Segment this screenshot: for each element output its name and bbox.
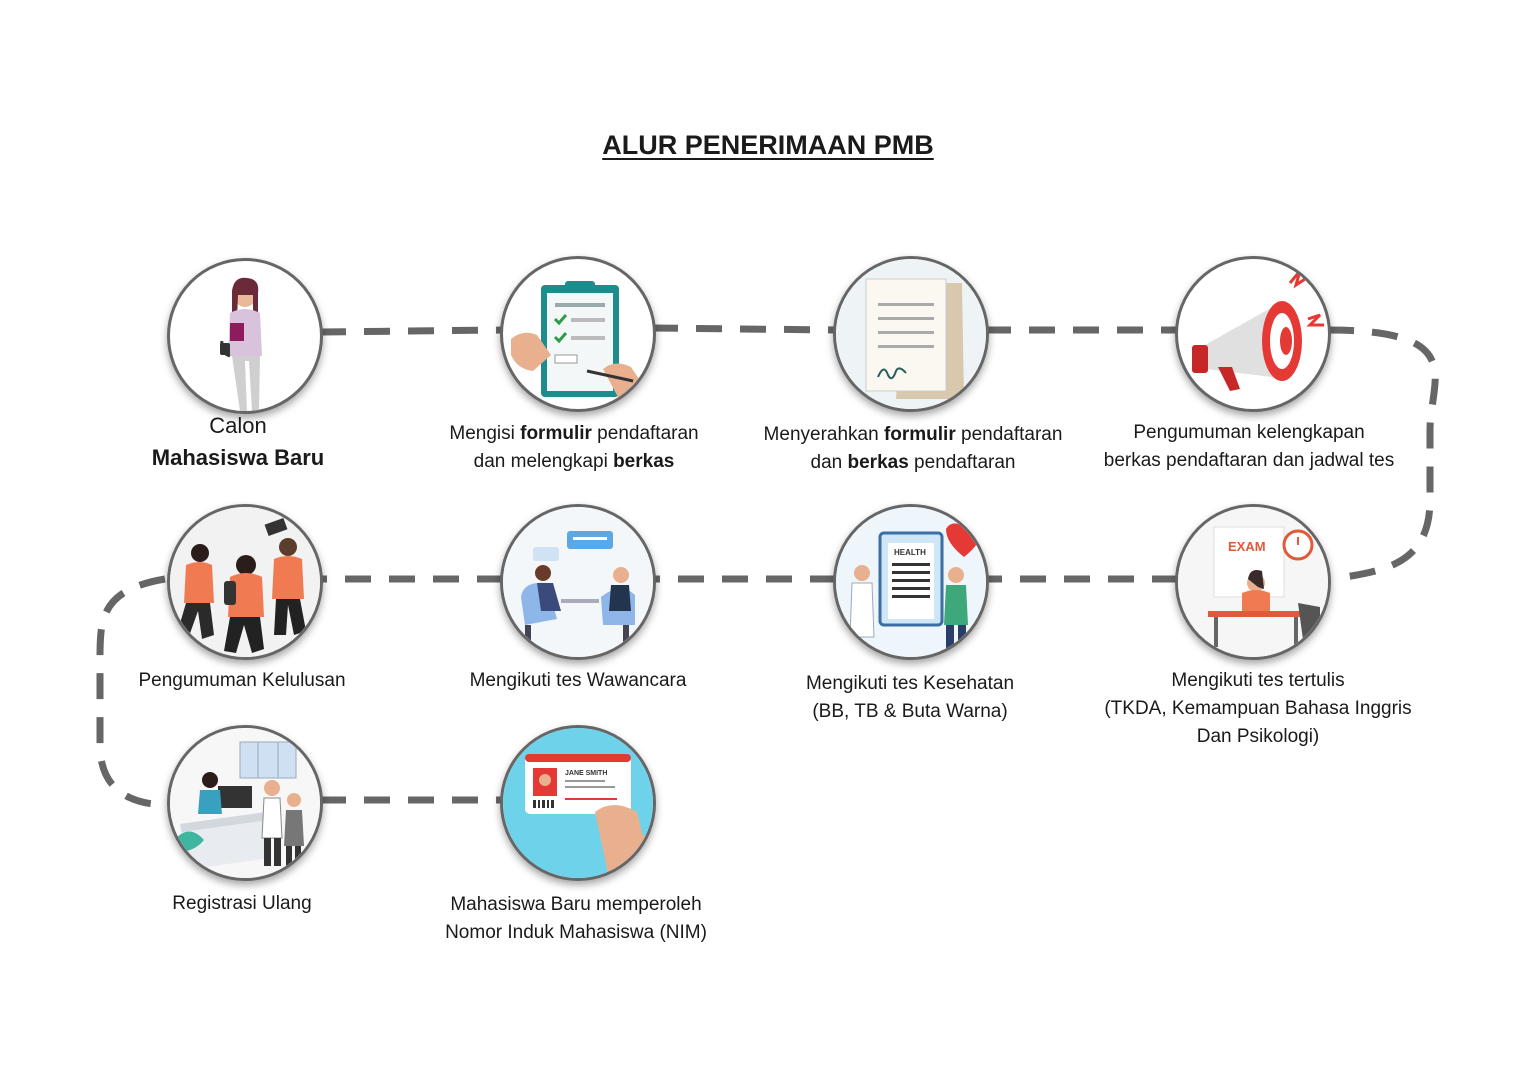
step-7-circle [500,504,656,660]
svg-text:JANE SMITH: JANE SMITH [565,770,607,777]
step-8-label: Pengumuman Kelulusan [138,670,346,691]
student-woman-icon [220,277,262,411]
id-card-icon: JANE SMITH [503,728,653,878]
celebrating-students-icon [170,507,320,657]
step-3-label: Menyerahkan formulir pendaftaran dan ber… [763,424,1063,473]
svg-text:HEALTH: HEALTH [894,548,926,557]
connector-1-2 [319,326,504,336]
page-title: ALUR PENERIMAAN PMB [602,130,934,160]
registration-form-icon [511,281,643,399]
step-2-label: Mengisi formulir pendaftaran dan melengk… [449,423,699,472]
megaphone-icon [1192,270,1324,391]
step-9-circle [167,725,323,881]
connector-4-5 [1327,326,1439,581]
health-check-icon: HEALTH [836,507,986,657]
step-3-circle [833,256,989,412]
step-1-circle [167,258,323,414]
step-10-circle: JANE SMITH [500,725,656,881]
step-7-label: Mengikuti tes Wawancara [469,670,687,691]
step-10-label: Mahasiswa Baru memperoleh Nomor Induk Ma… [445,894,707,943]
step-8-circle [167,504,323,660]
step-6-label: Mengikuti tes Kesehatan (BB, TB & Buta W… [805,673,1015,722]
documents-icon [836,259,986,409]
registration-desk-icon [170,728,320,878]
interview-icon [503,507,653,657]
step-5-circle: EXAM [1175,504,1331,660]
connector-2-3 [651,324,837,334]
connector-8-9 [96,575,171,809]
step-6-circle: HEALTH [833,504,989,660]
svg-text:EXAM: EXAM [1228,539,1266,554]
exam-icon: EXAM [1178,507,1328,657]
step-4-circle [1175,256,1331,412]
step-2-circle [500,256,656,412]
step-5-label: Mengikuti tes tertulis (TKDA, Kemampuan … [1104,670,1412,747]
step-9-label: Registrasi Ulang [172,893,312,914]
step-4-label: Pengumuman kelengkapan berkas pendaftara… [1103,422,1395,471]
step-1-label: Calon Mahasiswa Baru [151,413,325,470]
